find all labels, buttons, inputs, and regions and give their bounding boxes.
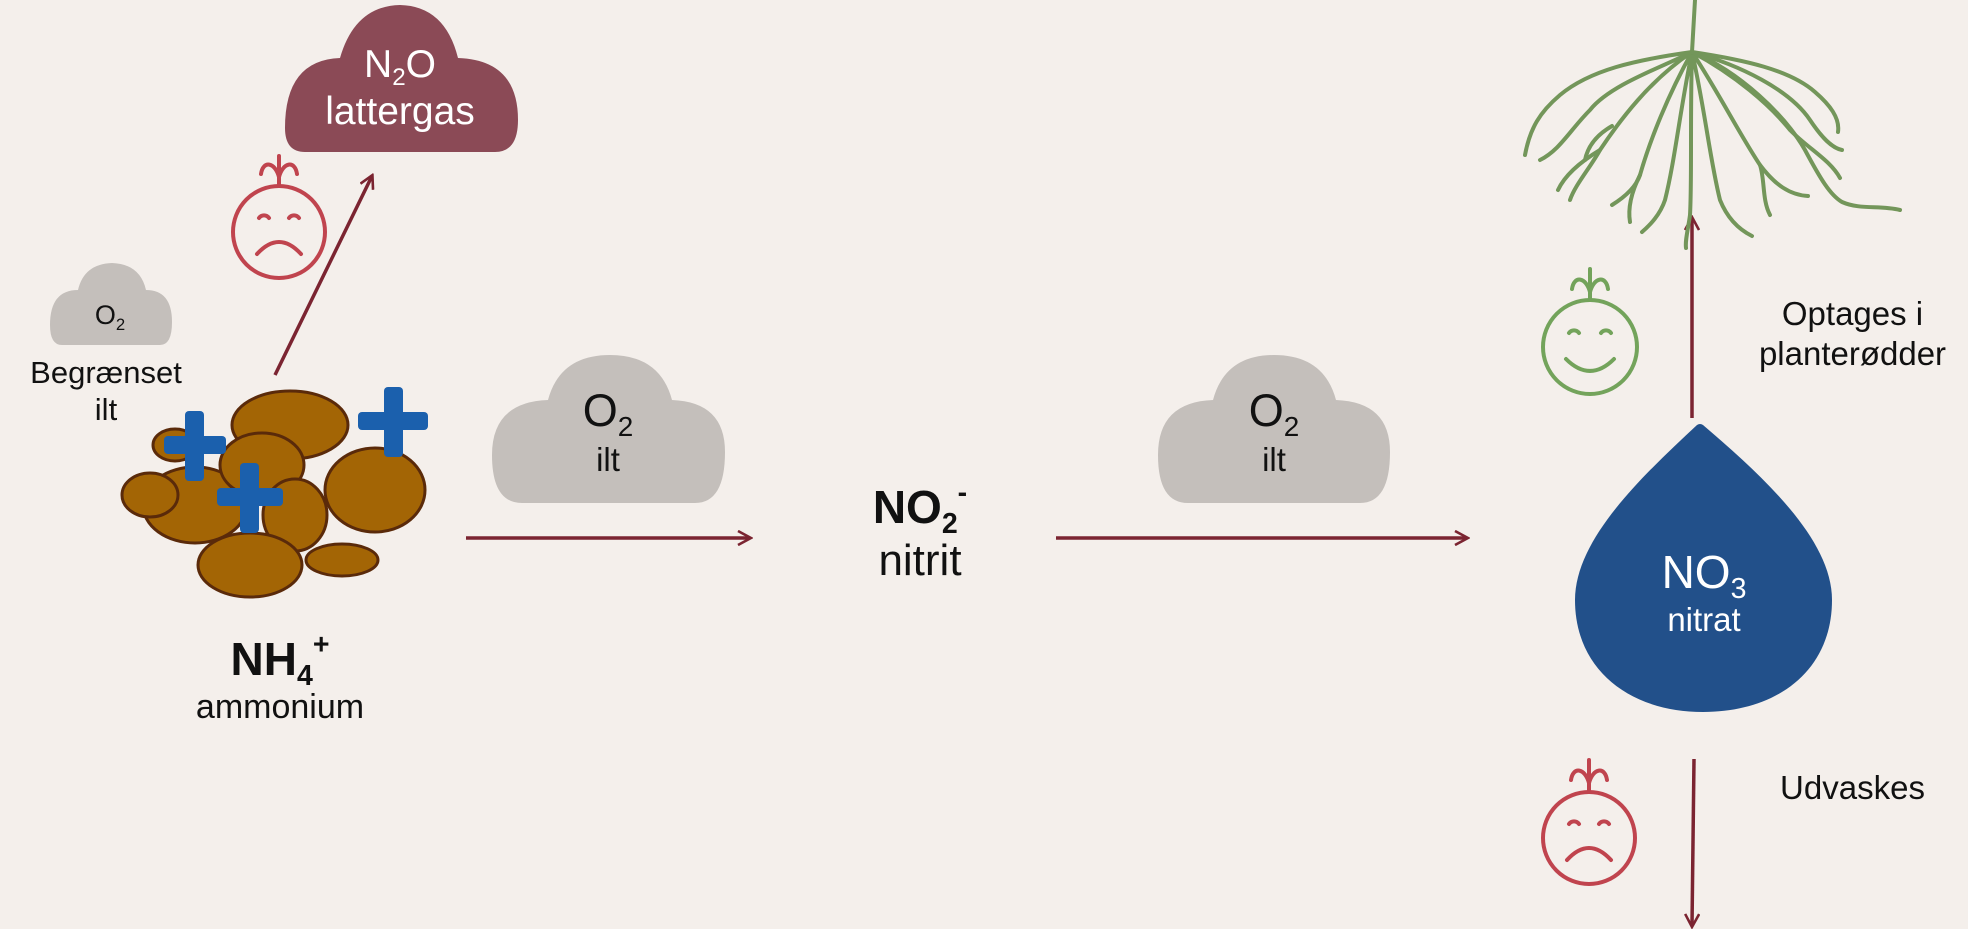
nitrite-formula: NO2- (872, 476, 968, 540)
sad-face-icon-leaching (1541, 758, 1637, 886)
nitrate-formula: NO3 (1661, 546, 1747, 605)
happy-face-icon (1541, 267, 1639, 396)
ammonium-name: ammonium (195, 688, 365, 727)
nitrate-drop-icon (1575, 424, 1832, 712)
arrow-leaching-down (1692, 758, 1694, 926)
sad-face-icon-n2o (231, 154, 327, 280)
limited-oxygen-label: Begrænset ilt (30, 355, 182, 428)
n2o-label: N2O lattergas (300, 42, 500, 136)
n2o-formula: N2O (364, 43, 436, 92)
leaching-label: Udvaskes (1780, 769, 1925, 806)
positive-charge-plus-icon (164, 387, 428, 533)
n2o-name: lattergas (325, 89, 475, 133)
o2-cloud-2-icon (1158, 355, 1390, 503)
nitrate-label: NO3 nitrat (1614, 545, 1794, 640)
nitrite-name: nitrit (878, 536, 962, 586)
small-o2-cloud-icon (50, 263, 172, 345)
o2-cloud-1-icon (492, 355, 725, 503)
nitrate-name: nitrat (1667, 601, 1741, 639)
plant-roots-icon (1523, 0, 1902, 250)
o2-cloud-1-label: O2 ilt (582, 385, 634, 478)
ammonium-formula: NH4+ (230, 628, 330, 692)
small-o2-formula: O2 (94, 300, 126, 334)
nitrite-label: NO2- nitrit (800, 476, 1040, 588)
uptake-label: Optages i planterødder (1758, 295, 1947, 372)
ammonium-label: NH4+ ammonium (160, 628, 400, 728)
arrow-to-n2o (273, 176, 372, 376)
o2-cloud-2-label: O2 ilt (1248, 385, 1300, 478)
n2o-cloud-icon (285, 5, 518, 152)
